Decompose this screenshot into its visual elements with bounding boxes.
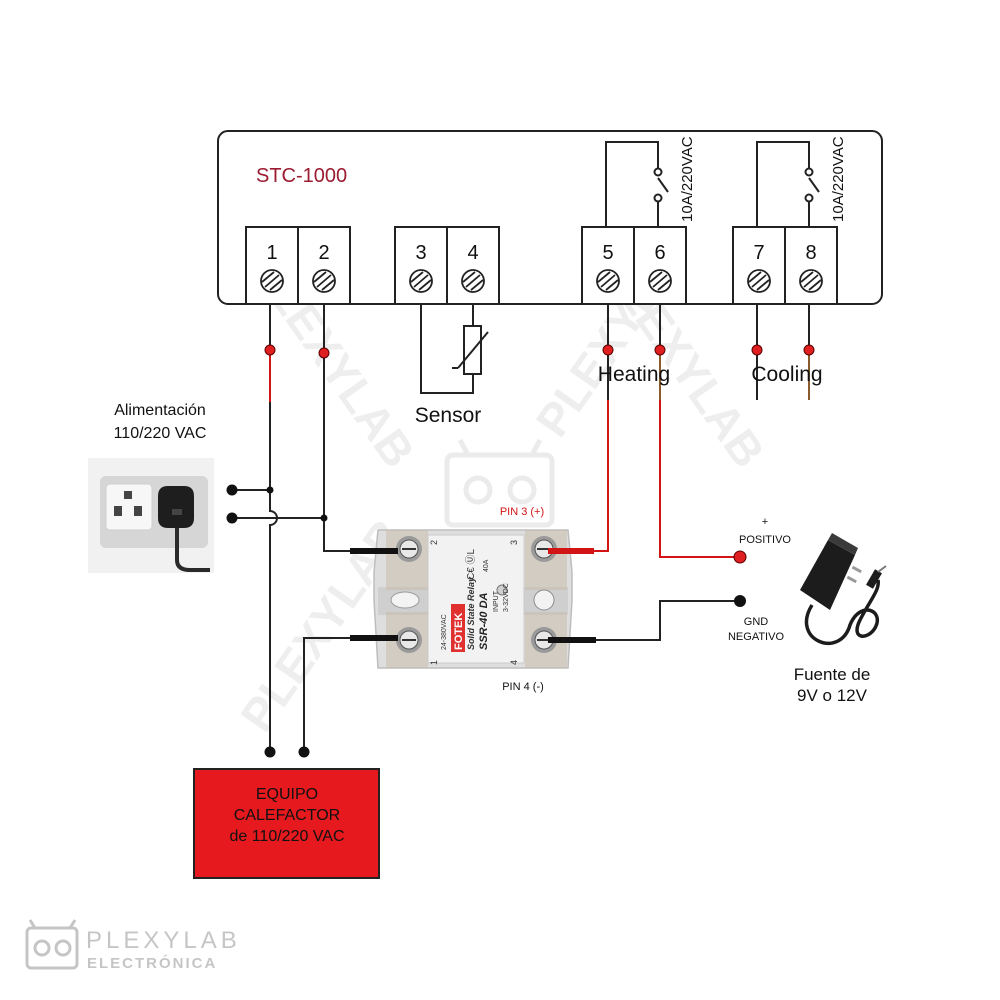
heater-line3: de 110/220 VAC [229,828,344,845]
gnd-label: GND [744,616,769,628]
ssr-terminal-4: 4 [509,660,519,665]
ssr-terminal-2: 2 [429,540,439,545]
positive-label: POSITIVO [739,534,791,546]
terminal-number-3: 3 [415,242,426,264]
screw-icon [747,269,771,293]
heating-leads [607,304,661,400]
logo-bottom: ELECTRÓNICA [87,954,217,972]
pin4-label: PIN 4 (-) [502,681,544,693]
terminal-block [245,226,838,305]
terminal-number-8: 8 [805,242,816,264]
terminal-number-4: 4 [467,242,478,264]
positive-sign: + [762,516,768,528]
stc1000-controller: STC-1000 1 2 3 4 5 6 7 8 [217,130,883,305]
ssr-current: 40A [483,559,490,572]
node [264,746,276,758]
screw-icon [648,269,672,293]
solid-state-relay: 1 2 3 4 24-380VAC FOTEK Solid State Rela… [373,529,573,669]
ssr-input-range: 3-32VDC [503,583,510,612]
ssr-leads [350,548,596,643]
terminal-number-2: 2 [318,242,329,264]
ssr-terminal-3: 3 [509,540,519,545]
cooling-relay-icon [756,141,820,227]
node [226,484,238,496]
ssr-model: SSR-40 DA [478,592,490,650]
terminal-numbers: 1 2 3 4 5 6 7 8 [266,242,816,264]
positive-terminal-node [733,550,747,564]
heating-relay-icon [605,141,669,227]
ssr-screw-icon [396,627,422,653]
terminal-number-1: 1 [266,242,277,264]
robot-logo-icon [25,919,79,970]
screw-icon [260,269,284,293]
screw-icon [312,269,336,293]
node [654,344,666,356]
ssr-terminal-1: 1 [429,660,439,665]
power-adapter-icon [800,533,887,645]
screw-icon [596,269,620,293]
screw-icon [409,269,433,293]
logo-top: PLEXYLAB [86,927,241,954]
ssr-ce-mark: C€ ⓊL [465,548,477,580]
ssr-input-label: INPUT [493,590,500,612]
node [318,347,330,359]
heating-relay-rating: 10A/220VAC [679,136,696,222]
watermark-logo-icon [444,438,555,528]
sensor-thermistor [420,304,489,394]
node [803,344,815,356]
power-label-line1: Alimentación [114,402,206,419]
ssr-led-icon [496,584,508,596]
terminal-number-7: 7 [753,242,764,264]
power-label-line2: 110/220 VAC [114,425,207,442]
terminal-number-6: 6 [654,242,665,264]
psu-title-line2: 9V o 12V [797,686,868,705]
cooling-relay-rating: 10A/220VAC [830,136,847,222]
wires [232,304,740,752]
negative-terminal-node [734,595,746,607]
node [266,486,274,494]
sensor-label: Sensor [415,404,482,427]
negative-label: NEGATIVO [728,631,784,643]
ssr-output-range: 24-380VAC [441,614,448,650]
node [602,344,614,356]
node [320,514,328,522]
plexylab-logo: PLEXYLAB ELECTRÓNICA [25,919,241,972]
pin3-label: PIN 3 (+) [500,506,544,518]
controller-model: STC-1000 [256,165,347,187]
node [264,344,276,356]
node [751,344,763,356]
cooling-label: Cooling [751,363,822,386]
ssr-brand: FOTEK [453,613,465,650]
heating-label: Heating [598,363,670,386]
terminal-number-5: 5 [602,242,613,264]
screw-icon [799,269,823,293]
node [226,512,238,524]
heater-line2: CALEFACTOR [234,807,340,824]
controller-body [217,130,883,305]
node [298,746,310,758]
psu-title-line1: Fuente de [794,665,871,684]
wall-outlet-icon [88,458,214,573]
heater-line1: EQUIPO [256,786,318,803]
screw-icon [461,269,485,293]
heater-equipment: EQUIPO CALEFACTOR de 110/220 VAC [193,768,380,879]
junction-nodes [226,344,815,758]
ssr-screw-icon [396,536,422,562]
ssr-type: Solid State Relay [466,576,476,650]
terminal-screws [260,269,823,293]
